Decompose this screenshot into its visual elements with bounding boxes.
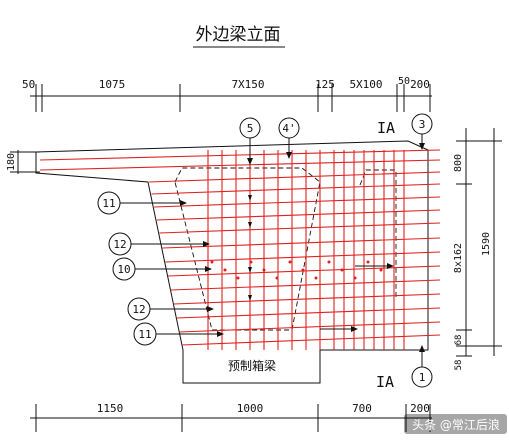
- rebar-dot: [314, 276, 318, 280]
- callout-12-upper-label: 12: [113, 238, 126, 251]
- dim-right-1590: 1590: [481, 232, 492, 256]
- rebar-horizontal: [149, 171, 441, 183]
- top-dimension-chain: 50 1075 7X150 125 5X100 50 200: [22, 76, 432, 112]
- dim-right-68: 68: [454, 335, 464, 346]
- right-dimension-chain: 800 8x162 1590 68 58: [453, 128, 502, 370]
- callout-12-lower-label: 12: [132, 303, 145, 316]
- callout-11-lower: 11: [133, 322, 224, 346]
- dim-bottom-1150: 1150: [97, 402, 124, 415]
- rebar-dot: [236, 276, 240, 280]
- inner-arrows: [248, 195, 394, 332]
- rebar-dot: [301, 268, 305, 272]
- bottom-dimension-chain: 1150 1000 700 200: [30, 402, 432, 432]
- watermark: 头条 @常江后浪: [404, 414, 507, 434]
- rebar-dot: [262, 268, 266, 272]
- callout-5: 5: [239, 117, 261, 165]
- rebar-dot: [210, 260, 214, 264]
- dim-left-180: 180: [6, 153, 17, 171]
- callout-11-upper: 11: [97, 191, 187, 215]
- callout-1-label: 1: [419, 371, 426, 384]
- callout-11-upper-label: 11: [102, 197, 115, 210]
- rebar-dot: [340, 268, 344, 272]
- dim-right-800: 800: [453, 154, 464, 172]
- dim-bottom-700: 700: [352, 402, 372, 415]
- dim-top-125: 125: [315, 78, 335, 91]
- rebar-horizontal: [173, 293, 441, 305]
- rebar-horizontal: [159, 222, 441, 234]
- rebar-dot: [353, 276, 357, 280]
- rebar-horizontal: [179, 321, 441, 333]
- dim-right-58: 58: [454, 360, 464, 371]
- dim-right-8x162: 8x162: [453, 243, 464, 273]
- callout-4prime: 4': [278, 117, 300, 159]
- dim-top-7x150: 7X150: [231, 78, 264, 91]
- rebar-dot: [327, 260, 331, 264]
- drawing-title: 外边梁立面: [196, 25, 281, 45]
- rebar-dot: [223, 268, 227, 272]
- rebar-horizontal: [39, 159, 441, 171]
- rebar-horizontal: [39, 149, 441, 161]
- rebar-dot: [288, 260, 292, 264]
- dim-top-200: 200: [410, 78, 430, 91]
- box-girder-label: 预制箱梁: [228, 358, 276, 373]
- rebar-horizontal: [165, 251, 441, 263]
- section-mark-top: IA: [377, 119, 395, 137]
- callout-5-label: 5: [247, 122, 254, 135]
- watermark-text: 头条 @常江后浪: [412, 417, 500, 432]
- callout-4prime-label: 4': [282, 122, 295, 135]
- left-dimension: 180: [6, 150, 40, 174]
- dim-top-50b: 50: [398, 76, 410, 87]
- section-mark-bottom: IA: [376, 373, 394, 391]
- dim-top-50: 50: [22, 78, 35, 91]
- dim-top-5x100: 5X100: [349, 78, 382, 91]
- rebar-horizontal: [156, 209, 441, 221]
- callout-3-label: 3: [419, 118, 426, 131]
- rebar-horizontal: [154, 196, 441, 208]
- rebar-horizontal: [176, 307, 441, 319]
- callout-10: 10: [112, 257, 212, 281]
- rebar-dot: [366, 260, 370, 264]
- box-girder-right-web: [359, 169, 397, 300]
- dim-bottom-1000: 1000: [237, 402, 264, 415]
- rebar-horizontal: [181, 334, 441, 346]
- callout-12-upper: 12: [108, 232, 210, 256]
- callout-3: 3: [411, 113, 433, 150]
- rebar-group: [39, 149, 441, 350]
- rebar-horizontal: [170, 279, 441, 291]
- dim-bottom-200: 200: [410, 402, 430, 415]
- callout-11-lower-label: 11: [138, 328, 151, 341]
- callout-10-label: 10: [117, 263, 130, 276]
- dim-top-1075: 1075: [99, 78, 126, 91]
- rebar-horizontal: [151, 183, 441, 195]
- callout-1: 1: [411, 345, 433, 388]
- rebar-dot: [249, 260, 253, 264]
- rebar-dot: [275, 276, 279, 280]
- rebar-dot: [379, 268, 383, 272]
- callout-12-lower: 12: [127, 297, 214, 321]
